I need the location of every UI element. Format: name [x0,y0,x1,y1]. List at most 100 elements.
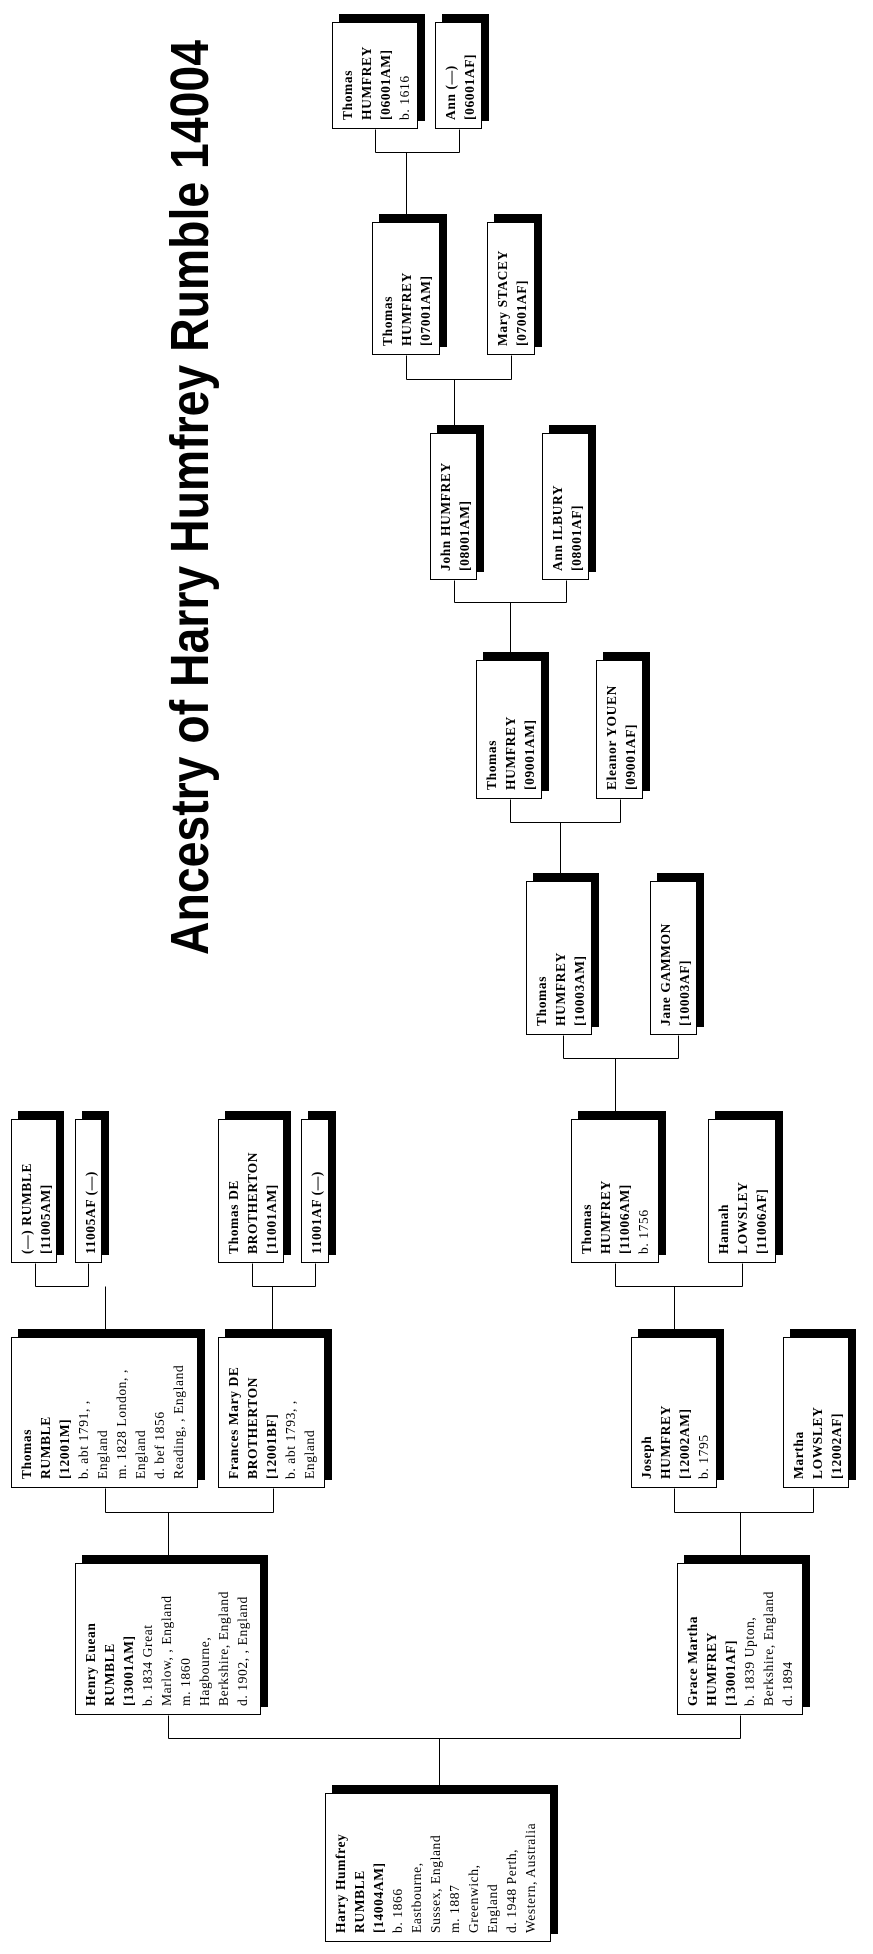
person-name-line: Eleanor YOUEN [604,685,619,790]
person-box-11005AF[interactable]: 11005AF (—) [75,1119,102,1263]
person-name-line: HUMFREY [704,1632,719,1706]
person-event-line: Sussex, England [428,1834,443,1933]
person-box-11006AF[interactable]: Hannah LOWSLEY [11006AF] [708,1119,776,1263]
person-name-line: Thomas [484,739,499,790]
person-box-07001AF[interactable]: Mary STACEY[07001AF] [487,222,535,355]
person-name-line: [10003AM] [572,955,587,1026]
person-name-line: Ann (—) [443,65,458,120]
person-event-line: b. 1866 [390,1888,405,1933]
person-name-line: Frances Mary DE [226,1366,241,1479]
person-name-line: Thomas [340,69,355,120]
person-event-line: Berkshire, England [216,1590,231,1706]
person-event-line: Reading, , England [171,1364,186,1479]
person-box-08001AM[interactable]: John HUMFREY [08001AM] [430,433,477,580]
person-name-line: [11006AF] [754,1188,769,1254]
person-name-line: LOWSLEY [810,1406,825,1479]
person-details: John HUMFREY [08001AM] [431,434,476,579]
person-name-line: [12001BF] [264,1413,279,1479]
person-name-line: Martha [791,1431,806,1479]
person-event-line: m. 1887 [447,1884,462,1933]
person-details: Jane GAMMON[10003AF] [651,882,696,1034]
person-details: Eleanor YOUEN[09001AF] [597,661,642,798]
person-event-line: d. 1894 [780,1661,795,1706]
person-name-line: Hannah [716,1203,731,1254]
person-box-10003AF[interactable]: Jane GAMMON[10003AF] [650,881,697,1035]
person-details: Hannah LOWSLEY [11006AF] [709,1120,775,1262]
person-name-line: LOWSLEY [735,1181,750,1254]
person-event-line: Eastbourne, [409,1862,424,1933]
person-box-06001AF[interactable]: Ann (—)[06001AF] [435,22,482,129]
person-name-line: [11001AM] [264,1184,279,1254]
person-event-line: Western, Australia [523,1822,538,1933]
person-name-line: 11001AF (—) [309,1171,324,1254]
person-event-line: b. 1839 Upton, [742,1616,757,1706]
person-event-line: Hagbourne, [197,1636,212,1706]
person-details: Ann (—)[06001AF] [436,23,481,128]
person-name-line: Thomas [380,295,395,346]
person-name-line: Thomas [19,1428,34,1479]
person-event-line: England [302,1429,317,1479]
person-name-line: John HUMFREY [438,462,453,571]
person-details: Ann ILBURY[08001AF] [543,434,588,579]
person-event-line: b. 1834 Great [140,1624,155,1706]
person-name-line: [10003AF] [677,959,692,1026]
person-box-13001AF[interactable]: Grace Martha HUMFREY [13001AF] b. 1839 Upto… [677,1563,803,1715]
person-name-line: [13001AM] [121,1635,136,1706]
person-details: Grace Martha HUMFREY [13001AF] b. 1839 Upto… [678,1564,802,1714]
person-name-line: BROTHERTON [245,1376,260,1479]
person-name-line: HUMFREY [359,46,374,120]
person-details: 11005AF (—) [76,1120,101,1262]
person-box-09001AF[interactable]: Eleanor YOUEN[09001AF] [596,660,643,799]
person-event-line: England [485,1883,500,1933]
person-event-line: d. bef 1856 [152,1411,167,1479]
person-name-line: 11005AF (—) [83,1171,98,1254]
person-box-11005AM[interactable]: (—) RUMBLE[11005AM] [11,1119,57,1263]
chart-title: Ancestry of Harry Humfrey Rumble 14004 [160,40,220,955]
person-name-line: Thomas [579,1203,594,1254]
person-name-line: Harry Humfrey [333,1833,348,1933]
person-name-line: Mary STACEY [495,250,510,346]
person-box-08001AF[interactable]: Ann ILBURY[08001AF] [542,433,589,580]
person-event-line: d. 1948 Perth, [504,1848,519,1933]
person-name-line: HUMFREY [598,1180,613,1254]
person-name-line: [13001AF] [723,1639,738,1706]
person-name-line: (—) RUMBLE [19,1162,34,1254]
person-event-line: m. 1828 London, , [114,1369,129,1479]
person-name-line: Thomas [534,975,549,1026]
person-name-line: [08001AM] [457,500,472,571]
person-event-line: Greenwich, [466,1864,481,1933]
person-name-line: Joseph [639,1435,654,1479]
person-box-11001AF[interactable]: 11001AF (—) [301,1119,329,1263]
person-name-line: [08001AF] [569,504,584,571]
person-event-line: b. 1795 [696,1434,711,1479]
person-name-line: Grace Martha [685,1615,700,1706]
person-event-line: Marlow, , England [159,1595,174,1706]
person-name-line: HUMFREY [399,272,414,346]
person-name-line: RUMBLE [102,1643,117,1706]
person-name-line: [14004AM] [371,1862,386,1933]
person-event-line: Berkshire, England [761,1590,776,1706]
